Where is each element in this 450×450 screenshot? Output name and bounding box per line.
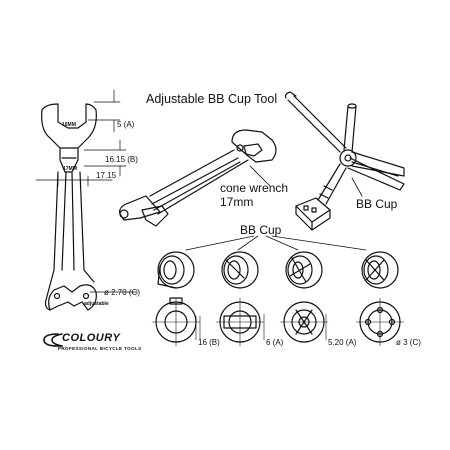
cone-wrench-drawing [119, 129, 277, 227]
callout-arrows [185, 165, 367, 251]
bb-cup-row-front [151, 297, 405, 347]
cup-dim-3c: ø 3 (C) [396, 338, 421, 347]
cup-dim-16b: 16 (B) [198, 338, 220, 347]
slot-16mm-label: 16MM [62, 122, 76, 128]
dim-16-15b: 16.15 (B) [105, 155, 138, 164]
bb-cup-label-group: BB Cup [240, 223, 282, 237]
cone-wrench-size-label: 17mm [220, 195, 254, 209]
brand-name: COLOURY [62, 332, 121, 344]
slot-17mm-label: 17MM [63, 166, 77, 172]
coloury-logo-mark [43, 333, 63, 347]
dim-2-70c: ø 2.70 (C) [104, 288, 141, 297]
cup-dim-6a: 6 (A) [266, 338, 284, 347]
dim-17-15: 17.15 [96, 171, 117, 180]
bb-cup-label-right: BB Cup [356, 197, 398, 211]
dim-5a: 5 (A) [117, 120, 135, 129]
bb-cup-row-perspective [157, 251, 399, 289]
brand-tagline: PROFESSIONAL BICYCLE TOOLS [58, 346, 142, 351]
side-view-tool [35, 89, 139, 311]
cup-dim-5-20a: 5.20 (A) [328, 338, 357, 347]
diagram-title: Adjustable BB Cup Tool [146, 92, 278, 106]
adjustable-label: adjustable [84, 301, 109, 307]
bb-cup-tool-drawing [284, 91, 405, 231]
cone-wrench-label: cone wrench [220, 181, 289, 195]
